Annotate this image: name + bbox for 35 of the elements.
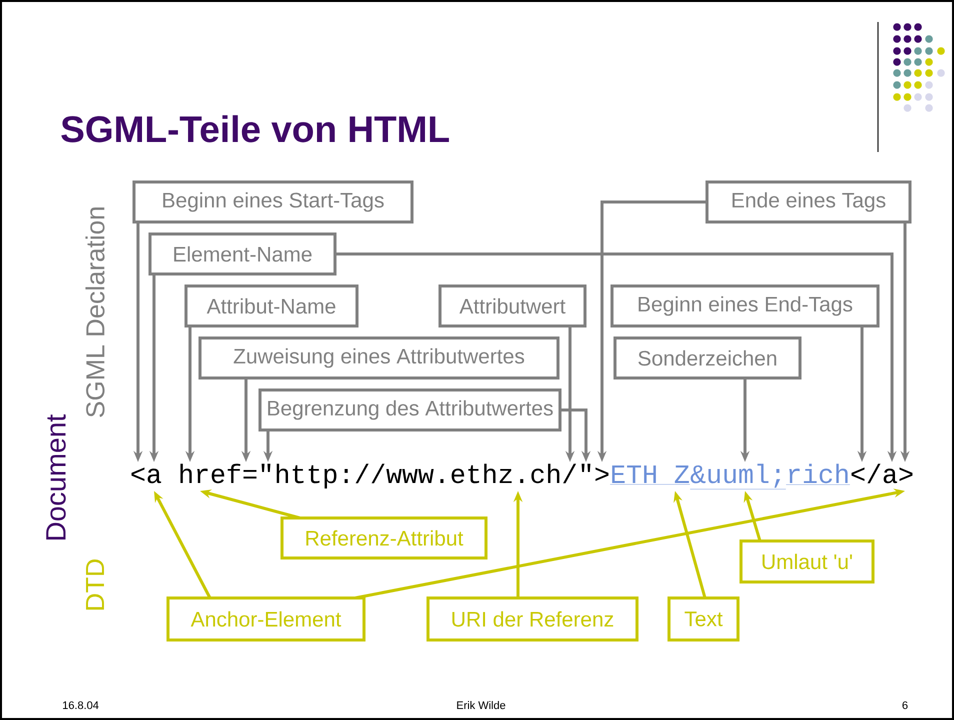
code-text: > (900, 467, 912, 481)
code-text: </ (852, 464, 880, 484)
callout-box: Referenz-Attribut (280, 516, 488, 560)
page-number: 6 (902, 701, 908, 710)
code-text: > (596, 467, 608, 481)
slide-title: SGML-Teile von HTML (61, 115, 449, 142)
code-text: " (582, 464, 590, 472)
code-text: href (180, 464, 240, 484)
code-text: http://www.ethz.ch/ (276, 464, 576, 489)
callout-box: Beginn eines End-Tags (610, 284, 880, 328)
code-text: a (884, 468, 898, 484)
side-label: SGML Declaration (85, 208, 105, 418)
footer-date: 16.8.04 (63, 701, 99, 710)
side-label: DTD (86, 560, 104, 610)
callout-box: Sonderzeichen (614, 336, 802, 380)
code-text: < (132, 467, 144, 481)
callout-box: URI der Referenz (426, 596, 638, 642)
callout-box: Attribut-Name (184, 284, 358, 328)
callout-box: Begrenzung des Attributwertes (258, 388, 562, 432)
callout-box: Anchor-Element (166, 596, 366, 642)
code-text: = (244, 470, 256, 479)
callout-box: Attributwert (438, 284, 586, 328)
link-text: rich (786, 464, 850, 485)
side-label: Document (46, 414, 66, 540)
callout-box: Zuweisung eines Attributwertes (198, 336, 560, 380)
callout-box: Ende eines Tags (706, 180, 912, 224)
callout-box: Beginn eines Start-Tags (132, 180, 414, 224)
link-text: ETH Z (610, 465, 690, 485)
code-text: " (262, 464, 270, 472)
callout-box: Text (668, 596, 740, 642)
code-text: a (148, 468, 162, 484)
link-text: &uuml; (690, 464, 786, 490)
footer-author: Erik Wilde (457, 701, 506, 710)
callout-box: Umlaut 'u' (740, 540, 874, 584)
callout-box: Element-Name (148, 232, 336, 276)
